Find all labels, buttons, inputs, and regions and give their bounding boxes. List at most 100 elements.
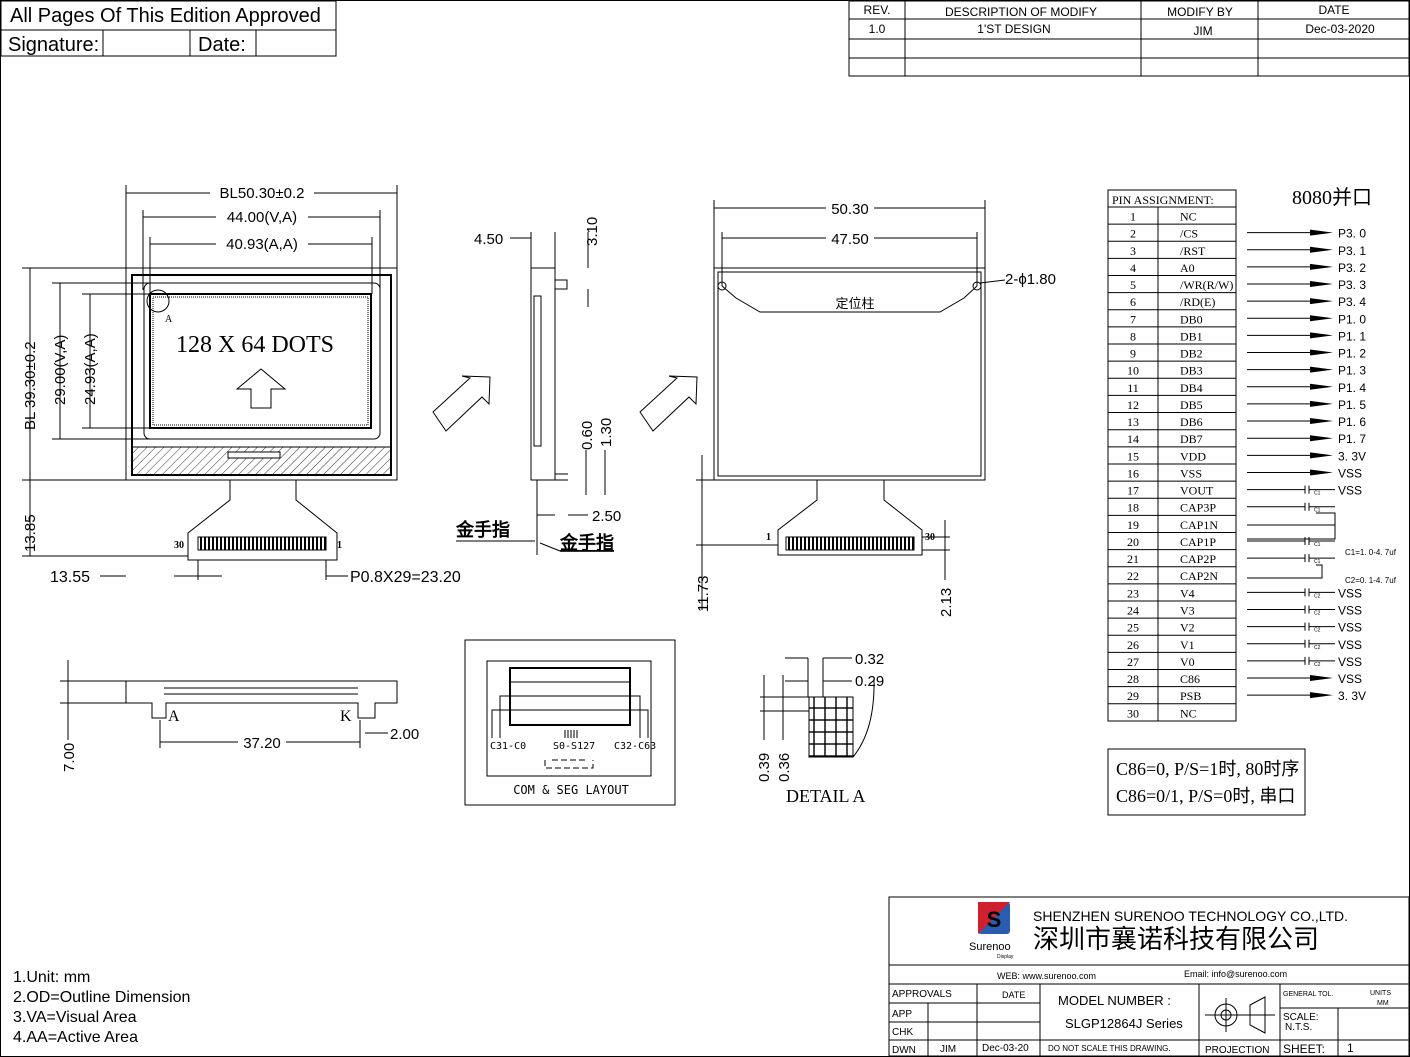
approval-box: All Pages Of This Edition Approved Signa…	[0, 0, 337, 57]
pin-signal: /RST	[1180, 244, 1206, 258]
pin-signal: V2	[1180, 621, 1195, 635]
pin-signal: V3	[1180, 603, 1195, 617]
dim-bl-width: BL50.30±0.2	[220, 185, 305, 202]
pin-number: 6	[1130, 295, 1136, 309]
capacitor-icon	[1304, 502, 1310, 511]
com-left-label: C31-C0	[490, 741, 526, 752]
bottom-view: A K 37.20 2.00 7.00	[60, 660, 419, 772]
pin-signal: CAP2N	[1180, 569, 1218, 583]
pin-number: 13	[1127, 415, 1139, 429]
pin-signal: DB6	[1180, 415, 1203, 429]
capacitor-icon	[1304, 656, 1310, 665]
capacitor-label: C1	[1314, 508, 1321, 514]
dim-130: 1.30	[598, 418, 615, 447]
pin-number: 27	[1127, 655, 1139, 669]
title-block: S Surenoo Display SHENZHEN SURENOO TECHN…	[888, 896, 1410, 1057]
pin-target: P3. 3	[1338, 278, 1366, 292]
capacitor-icon	[1304, 588, 1310, 597]
arrow-icon	[1310, 281, 1333, 288]
pin-target: VSS	[1338, 603, 1362, 617]
view-arrow-icon	[432, 375, 491, 432]
pin-target: 3. 3V	[1338, 449, 1366, 463]
company-name-cn: 深圳市襄诺科技有限公司	[1033, 924, 1319, 954]
company-logo: S Surenoo Display	[969, 902, 1014, 960]
c2-note: C2=0. 1-4. 7uf	[1345, 576, 1397, 585]
pin-number: 21	[1127, 552, 1139, 566]
arrow-icon	[1310, 692, 1333, 699]
revision-table: REV. DESCRIPTION OF MODIFY MODIFY BY DAT…	[848, 0, 1410, 77]
pin-number: 28	[1127, 672, 1139, 686]
pin-target: P1. 1	[1338, 329, 1366, 343]
arrow-icon	[1310, 452, 1333, 459]
units-label: UNITS	[1370, 990, 1391, 997]
pin-signal: A0	[1180, 261, 1195, 275]
note-line: 2.OD=Outline Dimension	[13, 989, 190, 1006]
capacitor-icon	[1304, 485, 1310, 494]
pin-signal: CAP3P	[1180, 501, 1216, 515]
detail-a-mark: A	[165, 314, 173, 325]
dim-pitch: P0.8X29=23.20	[350, 569, 461, 586]
capacitor-label: C2	[1314, 628, 1321, 634]
locator-pin-label: 定位柱	[835, 296, 874, 311]
mode-note-line: C86=0, P/S=1时, 80时序	[1116, 759, 1299, 779]
side-view: 4.50 3.10 0.60 1.30 2.50 金手指 金手指	[455, 217, 621, 555]
dim-va-height: 29.00(V,A)	[52, 335, 69, 405]
pin-number: 5	[1130, 278, 1136, 292]
pin-target: VSS	[1338, 655, 1362, 669]
date-label: Date:	[198, 34, 246, 56]
pin-target: P1. 0	[1338, 312, 1366, 326]
general-tol-label: GENERAL TOL.	[1283, 991, 1334, 998]
pin-target: VSS	[1338, 672, 1362, 686]
arrow-icon	[1310, 349, 1333, 356]
approvals-date-label: DATE	[1002, 990, 1025, 1000]
website[interactable]: WEB: www.surenoo.com	[997, 971, 1096, 981]
pin-target: P3. 0	[1338, 227, 1366, 241]
gold-finger-label: 金手指	[455, 519, 510, 540]
pin-signal: PSB	[1180, 689, 1201, 703]
pin-1-label: 1	[766, 532, 771, 543]
capacitor-label: C1	[1314, 559, 1321, 565]
dim-finger-length: 2.13	[938, 588, 955, 617]
mode-note-line: C86=0/1, P/S=0时, 串口	[1116, 786, 1295, 806]
approval-title: All Pages Of This Edition Approved	[10, 5, 321, 27]
arrow-icon	[1310, 469, 1333, 476]
up-arrow-icon	[235, 368, 287, 409]
model-number: SLGP12864J Series	[1065, 1016, 1183, 1031]
dim-outline-width: 50.30	[831, 201, 869, 218]
company-name-en: SHENZHEN SURENOO TECHNOLOGY CO.,LTD.	[1033, 908, 1348, 924]
pin-signal: DB0	[1180, 312, 1203, 326]
pin-number: 26	[1127, 638, 1139, 652]
dim-tail-length: 13.85	[22, 514, 39, 552]
mode-note-box: C86=0, P/S=1时, 80时序 C86=0/1, P/S=0时, 串口	[1107, 748, 1306, 816]
c1-note: C1=1. 0-4. 7uf	[1345, 548, 1397, 557]
front-view: A 128 X 64 DOTS 30 1 BL50.30±0.2 44.00(V…	[22, 184, 461, 586]
scale-label: SCALE:	[1283, 1012, 1319, 1023]
svg-text:S: S	[987, 907, 1002, 932]
dim-700: 7.00	[61, 743, 78, 772]
capacitor-icon	[1304, 639, 1310, 648]
dim-aa-height: 24.93(A,A)	[82, 333, 99, 405]
pin-target: P3. 2	[1338, 261, 1366, 275]
date-header: DATE	[1318, 3, 1349, 17]
arrow-icon	[1310, 298, 1333, 305]
rev-header: REV.	[864, 3, 891, 17]
arrow-icon	[1310, 383, 1333, 390]
pin-number: 23	[1127, 586, 1139, 600]
email[interactable]: Email: info@surenoo.com	[1184, 969, 1287, 979]
dim-holes: 2-ϕ1.80	[1005, 271, 1056, 288]
pin-signal: V1	[1180, 638, 1195, 652]
pin-number: 24	[1127, 603, 1139, 617]
gold-finger-label: 金手指	[559, 532, 614, 553]
capacitor-label: C2	[1314, 610, 1321, 616]
pin-target: P1. 5	[1338, 398, 1366, 412]
pin-30-label: 30	[174, 540, 184, 551]
pin-target: 3. 3V	[1338, 689, 1366, 703]
capacitor-label: C1	[1314, 542, 1321, 548]
note-line: 4.AA=Active Area	[13, 1029, 138, 1046]
pin-number: 15	[1127, 449, 1139, 463]
pin-1-label: 1	[337, 540, 342, 551]
pin-target: VSS	[1338, 484, 1362, 498]
dwn-label: DWN	[892, 1045, 916, 1056]
capacitor-label: C2	[1314, 645, 1321, 651]
app-label: APP	[892, 1009, 912, 1020]
